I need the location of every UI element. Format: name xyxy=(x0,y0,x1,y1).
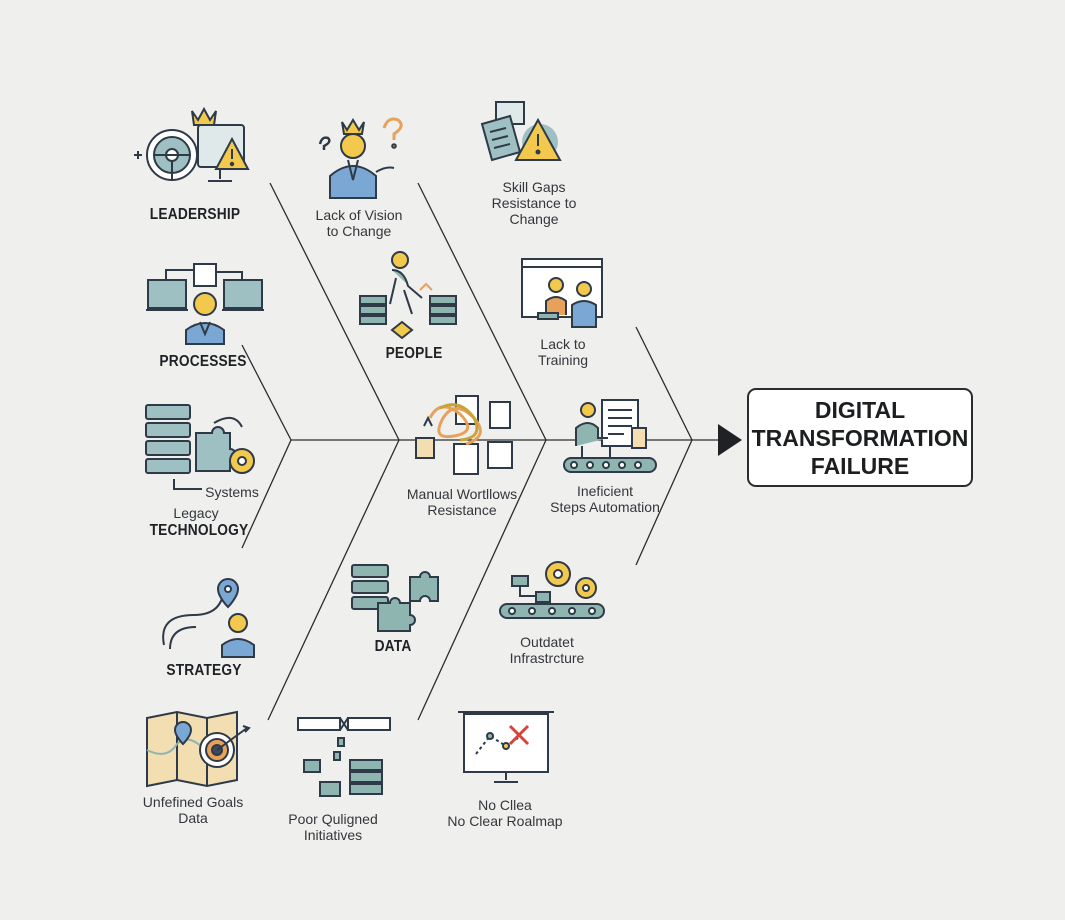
gears-conveyor-icon xyxy=(499,561,605,619)
cause-lack-training: Lack to Training xyxy=(537,336,589,368)
roadmap-person-icon xyxy=(162,577,255,658)
effect-box: DIGITAL TRANSFORMATION FAILURE xyxy=(747,388,973,487)
category-processes: PROCESSES xyxy=(159,353,247,370)
bone-left-inner xyxy=(241,344,292,549)
bone-middle xyxy=(417,182,547,721)
bone-left xyxy=(267,182,400,721)
training-screen-icon xyxy=(521,258,603,328)
category-leadership: LEADERSHIP xyxy=(149,206,241,223)
cause-poor-aligned: Poor Quligned Initiatives xyxy=(288,811,378,843)
map-target-icon xyxy=(146,710,251,788)
label-systems: Systems xyxy=(205,484,259,500)
cause-undefined-goals: Unfefined Goals Data xyxy=(142,794,244,826)
cause-manual-workflows: Manual Wortllows Resistance xyxy=(406,486,518,518)
cause-inefficient-steps: Ineficient Steps Automation xyxy=(550,483,660,515)
label-legacy: Legacy xyxy=(173,505,219,521)
cause-skill-gaps: Skill Gaps Resistance to Change xyxy=(491,179,577,227)
steering-wheel-icon xyxy=(134,106,250,182)
people-worker-icon xyxy=(359,251,457,340)
tangled-workflow-icon xyxy=(415,395,513,475)
spine-arrowhead xyxy=(718,424,742,456)
database-puzzle-icon xyxy=(351,564,439,632)
server-puzzle-icon xyxy=(145,404,255,490)
category-strategy: STRATEGY xyxy=(166,662,242,679)
process-flow-icon xyxy=(146,263,264,345)
cause-lack-of-vision: Lack of Vision to Change xyxy=(315,207,403,239)
conveyor-worker-icon xyxy=(563,399,657,473)
bone-right xyxy=(635,326,693,566)
category-technology: TECHNOLOGY xyxy=(149,522,249,539)
warning-documents-icon xyxy=(480,101,562,162)
effect-title: DIGITAL TRANSFORMATION FAILURE xyxy=(751,396,969,479)
category-data: DATA xyxy=(374,638,412,655)
cause-no-clear-roadmap: No Cllea No Clear Roalmap xyxy=(447,797,563,829)
roadmap-board-icon xyxy=(458,711,554,783)
broken-pipe-icon xyxy=(297,717,391,797)
category-people: PEOPLE xyxy=(385,345,443,362)
confused-leader-icon xyxy=(318,117,403,199)
cause-outdated-infrastructure: Outdatet Infrastrcture xyxy=(509,634,585,666)
